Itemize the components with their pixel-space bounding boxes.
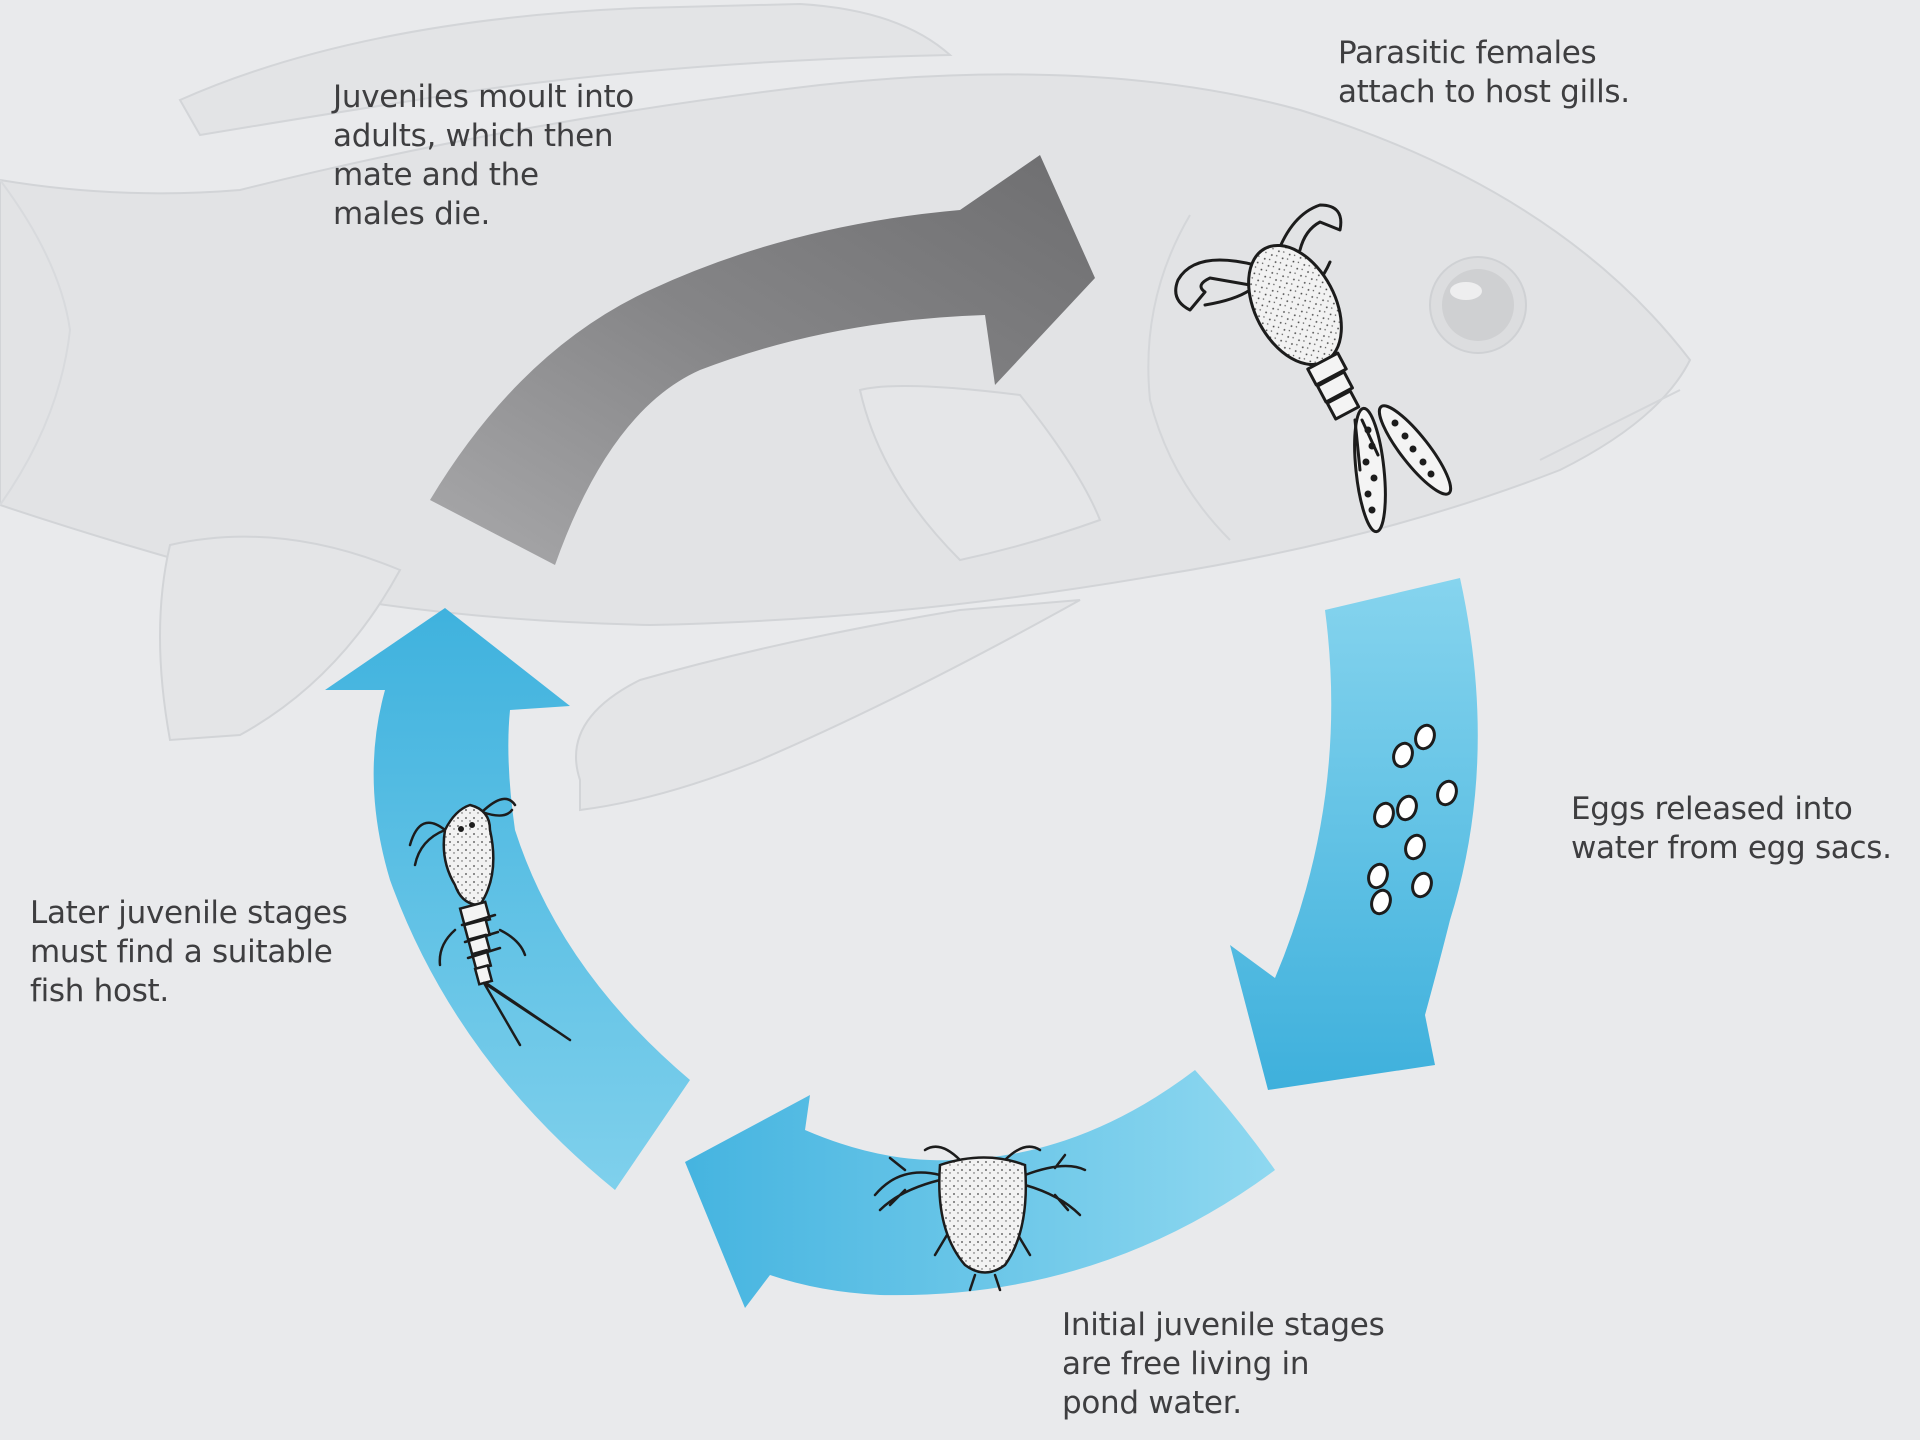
fish-eye-highlight bbox=[1450, 282, 1482, 300]
caption-moult-into-adults: Juveniles moult into adults, which then … bbox=[333, 78, 713, 234]
fish-anal-fin bbox=[160, 537, 400, 740]
eggs-release-arrow bbox=[1230, 578, 1478, 1090]
fish-pelvic-fin bbox=[576, 600, 1080, 810]
caption-later-juvenile-stages: Later juvenile stages must find a suitab… bbox=[30, 894, 390, 1011]
fish-eye-inner bbox=[1442, 269, 1514, 341]
caption-eggs-released: Eggs released into water from egg sacs. bbox=[1571, 790, 1916, 868]
caption-initial-juvenile-stages: Initial juvenile stages are free living … bbox=[1062, 1306, 1442, 1423]
caption-parasitic-females: Parasitic females attach to host gills. bbox=[1338, 34, 1738, 112]
